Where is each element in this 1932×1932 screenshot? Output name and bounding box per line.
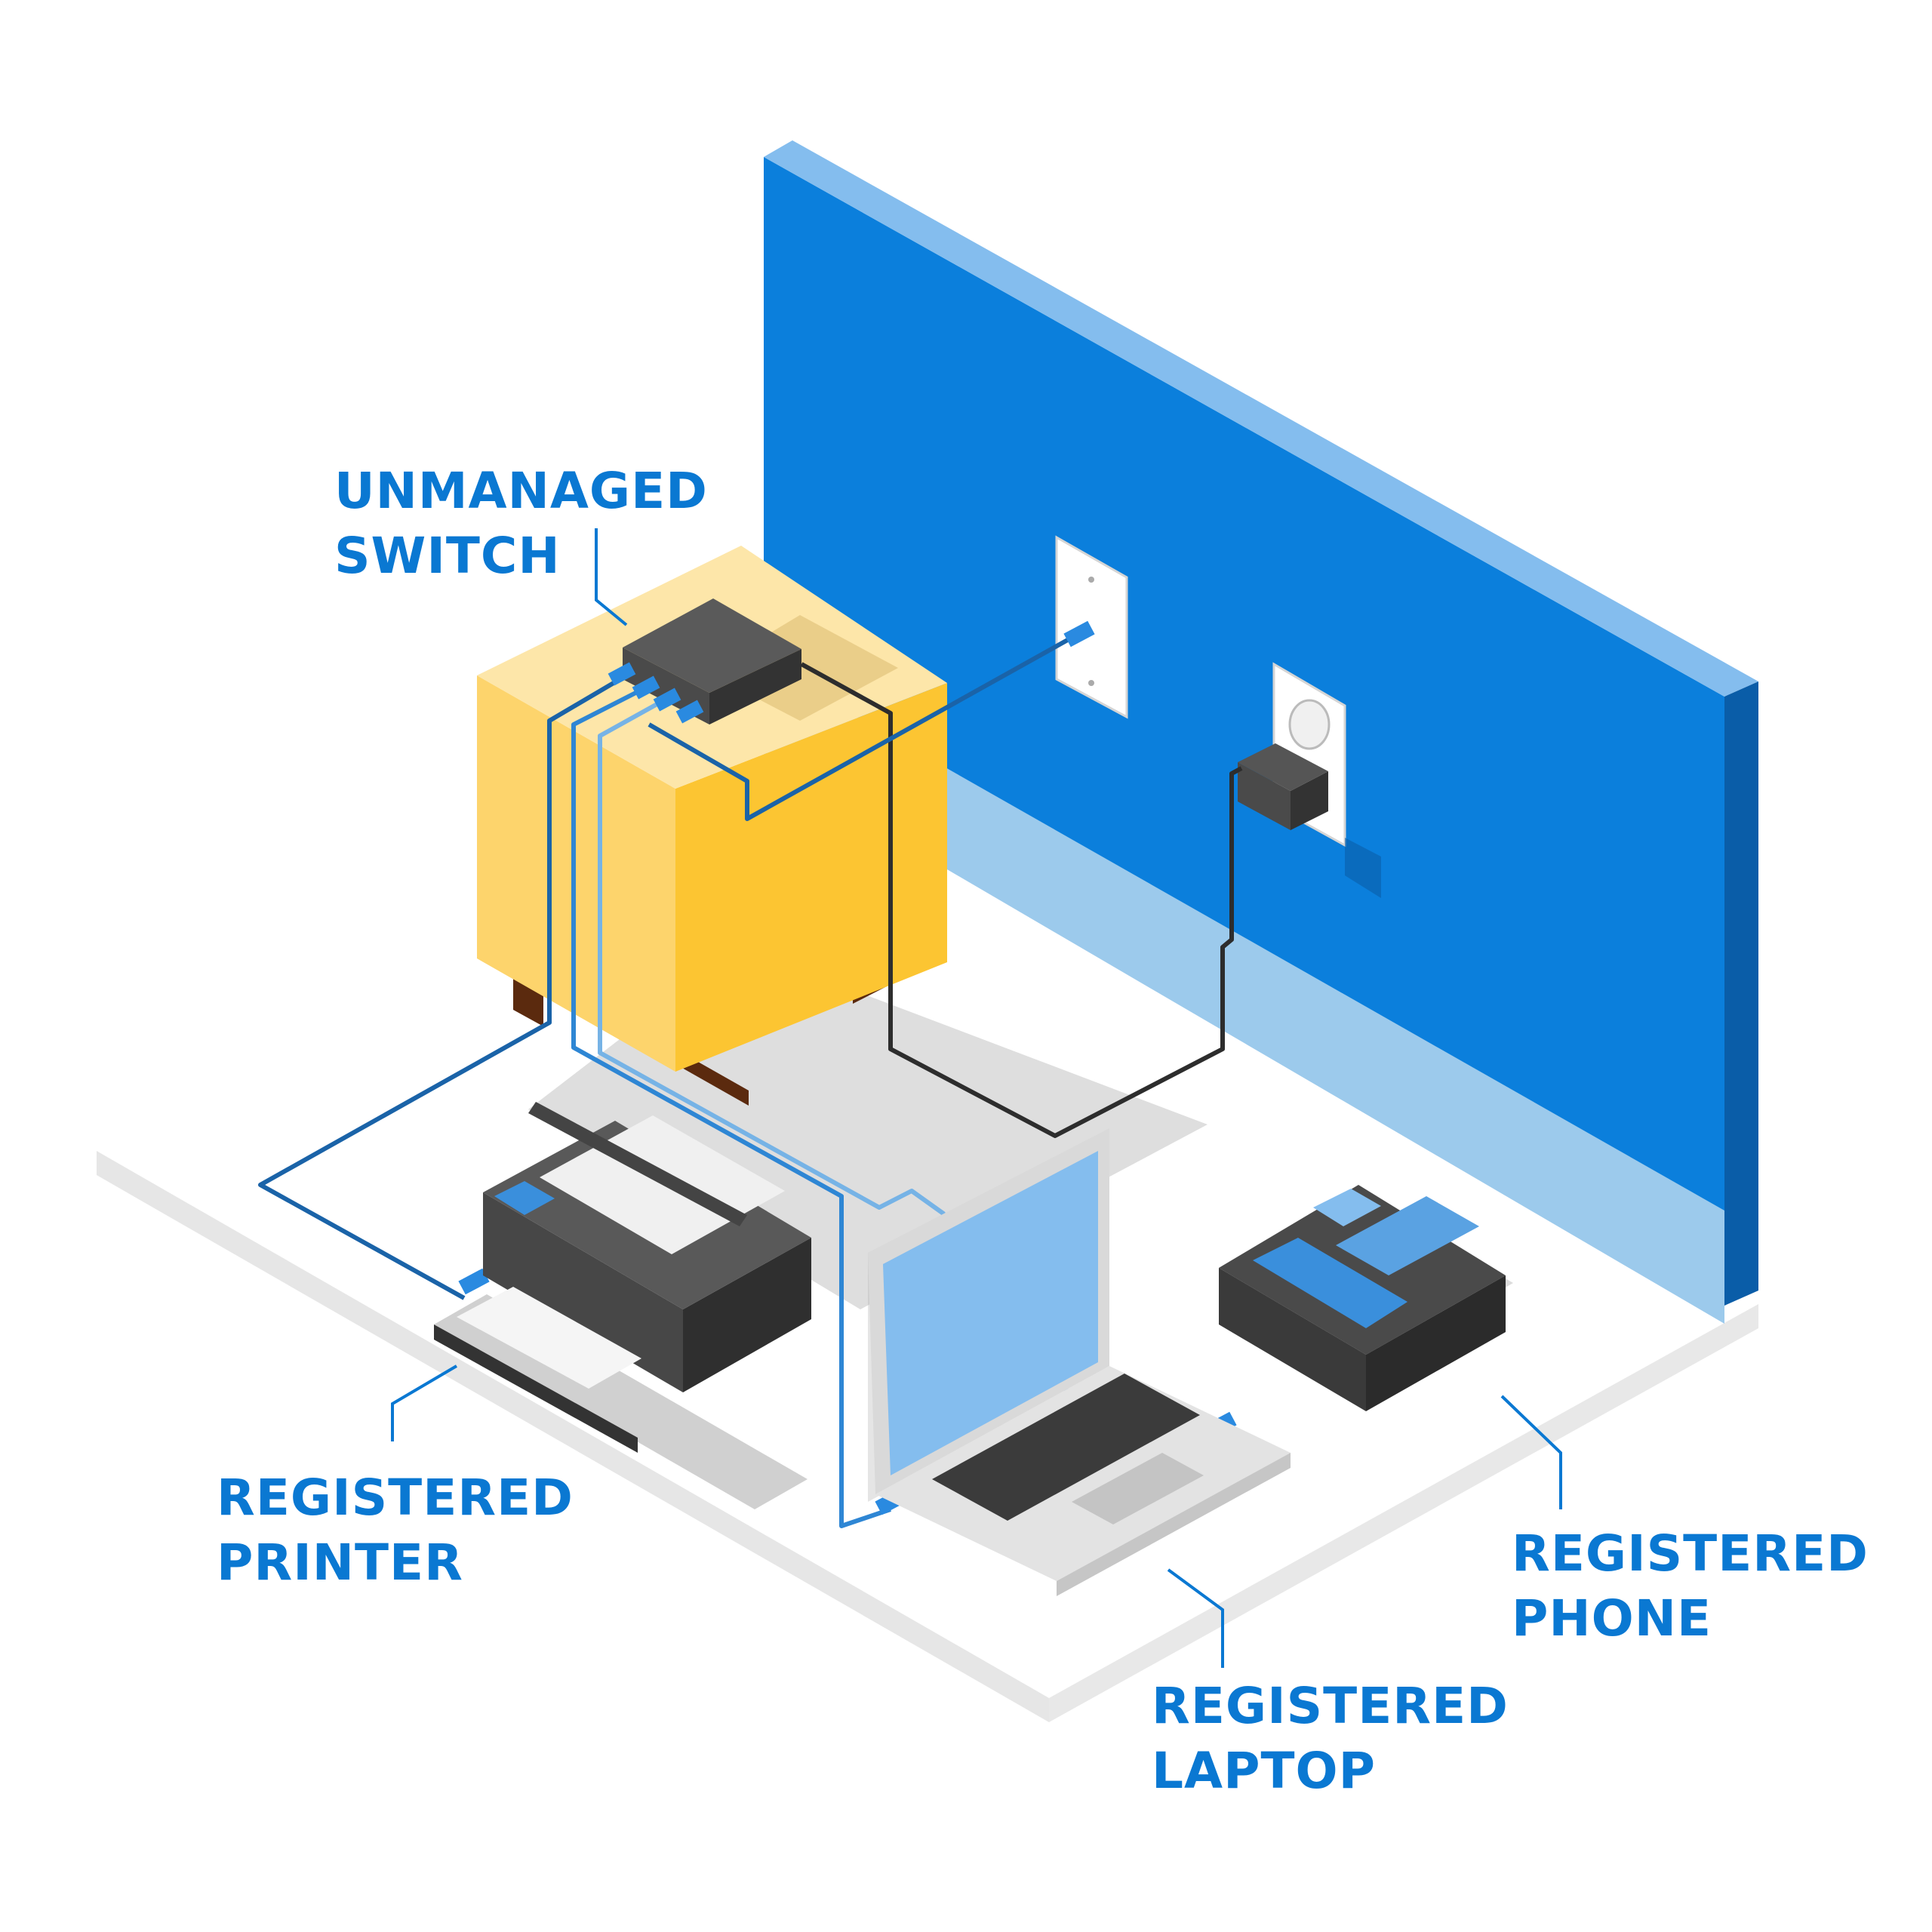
- unmanaged-switch-label: UNMANAGED SWITCH: [334, 459, 708, 589]
- ethernet-wall-plate: [1055, 535, 1128, 719]
- phone: [1219, 1185, 1513, 1411]
- cables: [258, 635, 1243, 1528]
- phone-leader-line: [1500, 1395, 1562, 1509]
- power-cable: [800, 662, 1243, 1138]
- label-line: REGISTERED: [1512, 1524, 1869, 1583]
- laptop: [868, 1128, 1291, 1596]
- connectors: [458, 620, 1237, 1515]
- label-line: PRINTER: [217, 1534, 463, 1592]
- wall: [764, 140, 1758, 1324]
- cube-table: [477, 546, 947, 1106]
- label-line: REGISTERED: [217, 1469, 574, 1527]
- laptop-leader-line: [1167, 1568, 1224, 1668]
- power-adapter: [1238, 743, 1328, 830]
- registered-laptop-label: REGISTERED LAPTOP: [1152, 1674, 1509, 1804]
- registered-phone-label: REGISTERED PHONE: [1512, 1521, 1869, 1651]
- registered-printer-label: REGISTERED PRINTER: [217, 1466, 574, 1595]
- laptop-cable: [571, 685, 891, 1528]
- printer: [434, 1102, 811, 1509]
- label-line: UNMANAGED: [334, 462, 708, 520]
- printer-leader-line: [391, 1364, 458, 1441]
- switch-leader-line: [595, 528, 628, 626]
- label-line: SWITCH: [334, 527, 561, 585]
- label-line: PHONE: [1512, 1589, 1712, 1647]
- leader-lines: [391, 528, 1562, 1668]
- label-line: LAPTOP: [1152, 1742, 1377, 1800]
- printer-cable: [258, 673, 628, 1300]
- wall-ethernet-cable: [648, 635, 1073, 821]
- label-line: REGISTERED: [1152, 1677, 1509, 1735]
